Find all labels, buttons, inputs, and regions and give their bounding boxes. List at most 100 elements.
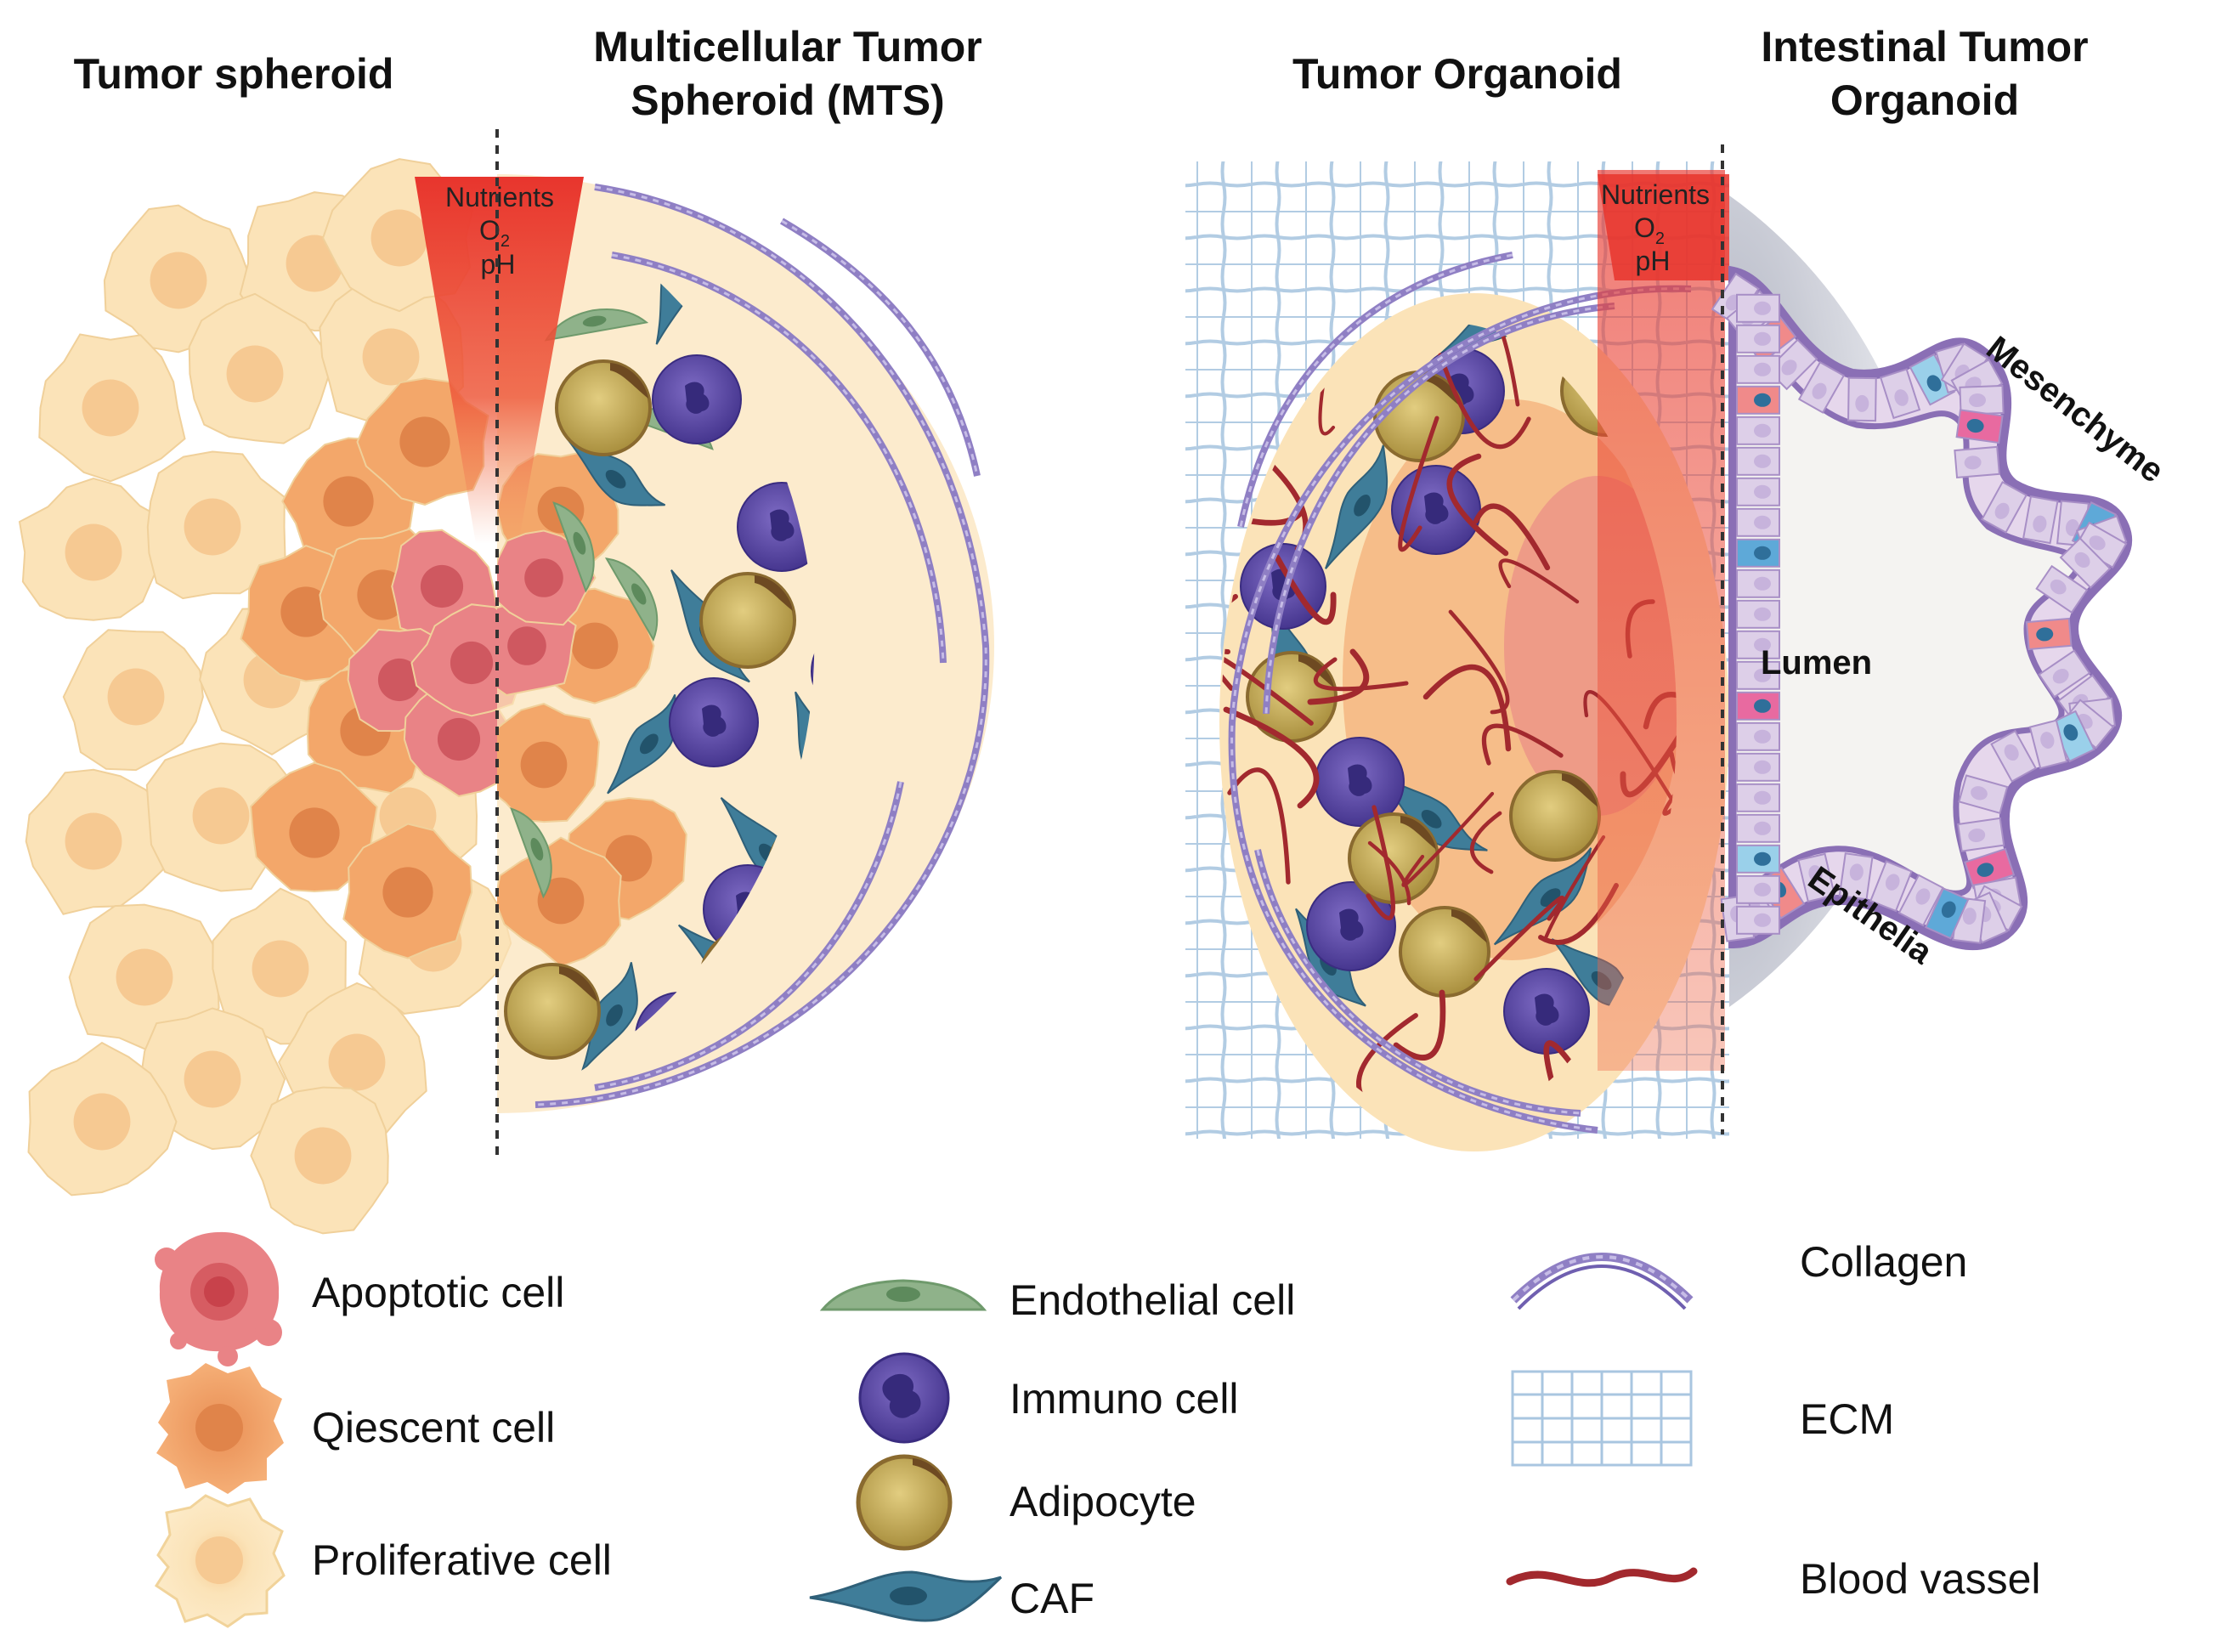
- legend-blood-vessel-label: Blood vassel: [1800, 1555, 2041, 1603]
- apoptotic-cell-layer: [347, 529, 529, 798]
- quiescent-cell: [497, 703, 601, 823]
- epithelial-cell: [1736, 569, 1780, 598]
- endothelial-cell-icon: [819, 1279, 987, 1311]
- epithelial-cell: [1797, 360, 1846, 414]
- organoid-panel: Nutrients O2 pH: [1185, 161, 1746, 1151]
- blood-vessel: [1313, 657, 1409, 692]
- quiescent-cell: [250, 761, 378, 893]
- epithelial-cell: [1990, 729, 2038, 783]
- epithelial-cell: [1736, 477, 1780, 506]
- epithelial-cell: [1736, 446, 1780, 476]
- epithelial-cell: [1847, 376, 1877, 422]
- legend-quiescent-label: Qiescent cell: [312, 1404, 555, 1451]
- epithelial-cell: [1736, 660, 1780, 690]
- epithelial-cell: [1736, 813, 1780, 843]
- mts-collagen-layer: [534, 184, 990, 1108]
- epithelial-cell-layer: [1711, 272, 2128, 944]
- epithelial-cell: [1838, 852, 1874, 901]
- legend-endothelial-label: Endothelial cell: [1010, 1276, 1295, 1324]
- collagen-fiber: [1254, 849, 1581, 1117]
- epithelial-cell: [2025, 617, 2073, 651]
- proliferative-cell: [18, 477, 169, 621]
- apoptotic-cell-icon: [155, 1231, 282, 1366]
- legend-immuno-label: Immuno cell: [1010, 1375, 1239, 1423]
- epithelial-cell: [1736, 874, 1780, 904]
- quiescent-cell: [497, 836, 622, 968]
- blood-vessel: [1367, 840, 1411, 906]
- epithelial-cell: [1736, 507, 1780, 537]
- adipocyte: [699, 572, 796, 669]
- epithelial-cell: [1958, 774, 2009, 815]
- epithelial-cell: [1736, 783, 1780, 812]
- blood-vessel: [1223, 706, 1320, 809]
- epithelial-cell: [1736, 354, 1780, 384]
- epithelial-cell: [2038, 649, 2091, 699]
- epithelial-cell: [1736, 905, 1780, 935]
- caf-cell: [607, 693, 676, 795]
- immuno-cell: [811, 624, 815, 719]
- collagen-fiber: [1228, 285, 1692, 1134]
- epithelial-cell: [1736, 721, 1780, 751]
- immuno-cell: [669, 677, 759, 767]
- epithelial-cell: [1736, 630, 1780, 659]
- blood-vessel: [1438, 353, 1531, 450]
- organoid-cell-layer: [1240, 323, 1677, 1055]
- title-mts-line2: Spheroid (MTS): [631, 76, 944, 124]
- immuno-cell: [652, 354, 742, 444]
- nutrient-gradient-band: [1598, 170, 1725, 1071]
- immuno-cell: [1391, 465, 1481, 555]
- org-gradient-nutrients-label: Nutrients: [1601, 179, 1710, 210]
- epithelial-cell: [2022, 495, 2059, 545]
- ecm-icon: [1511, 1370, 1693, 1467]
- legend: Apoptotic cell Qiescent cell Proliferati…: [154, 1231, 2041, 1628]
- legend-proliferative-label: Proliferative cell: [312, 1536, 612, 1584]
- blood-vessel-icon: [1506, 1567, 1698, 1587]
- collagen-icon: [1510, 1253, 1694, 1310]
- title-mts-line1: Multicellular Tumor: [593, 23, 981, 71]
- epithelial-cell: [2028, 719, 2068, 770]
- blood-vessel: [1449, 323, 1520, 407]
- blood-vessel: [1393, 989, 1446, 1061]
- blood-vessel: [1227, 767, 1291, 885]
- title-tumor-spheroid: Tumor spheroid: [74, 50, 394, 98]
- blood-vessel: [1401, 791, 1495, 887]
- endothelial-cell: [510, 807, 552, 899]
- adipocyte-icon: [856, 1454, 953, 1551]
- proliferative-cell: [27, 1041, 178, 1197]
- caf-icon: [809, 1570, 1003, 1622]
- epithelial-cell: [1736, 293, 1780, 323]
- epithelial-cell: [1925, 887, 1970, 940]
- legend-adipocyte-label: Adipocyte: [1010, 1478, 1196, 1525]
- org-gradient-o2-label: O2: [1634, 212, 1665, 248]
- proliferative-cell: [146, 450, 286, 600]
- blood-vessel: [1498, 558, 1580, 604]
- epithelial-cell: [1879, 368, 1921, 420]
- epithelial-cell: [1736, 599, 1780, 629]
- quiescent-cell: [342, 823, 473, 959]
- immuno-cell: [1503, 968, 1590, 1055]
- endothelial-cell: [552, 501, 595, 593]
- epithelial-cell: [1736, 416, 1780, 445]
- gradient-wedge-left: Nutrients O2 pH: [415, 177, 584, 544]
- epithelial-cell: [1981, 480, 2028, 534]
- quiescent-cell-icon: [156, 1363, 284, 1494]
- epithelial-cell: [1736, 538, 1780, 568]
- blood-vessel: [1542, 834, 1606, 942]
- proliferative-cell: [188, 292, 331, 444]
- collagen-fiber: [1263, 303, 1615, 715]
- adipocyte: [1509, 770, 1601, 862]
- epithelial-cell: [1964, 847, 2016, 890]
- proliferative-cell: [38, 333, 186, 483]
- blood-vessel: [1473, 895, 1565, 982]
- lumen-label: Lumen: [1761, 644, 1872, 682]
- blood-vessel: [1473, 503, 1551, 571]
- epithelial-cell: [2050, 710, 2095, 763]
- epithelial-cell: [1736, 691, 1780, 721]
- organoid-collagen-layer: [1228, 252, 1692, 1134]
- title-tumor-organoid: Tumor Organoid: [1292, 50, 1622, 98]
- adipocyte: [555, 359, 652, 456]
- proliferative-cell: [139, 1007, 286, 1151]
- blood-vessel: [1448, 609, 1510, 715]
- adipocyte: [1399, 906, 1490, 998]
- epithelial-cell: [2035, 564, 2089, 614]
